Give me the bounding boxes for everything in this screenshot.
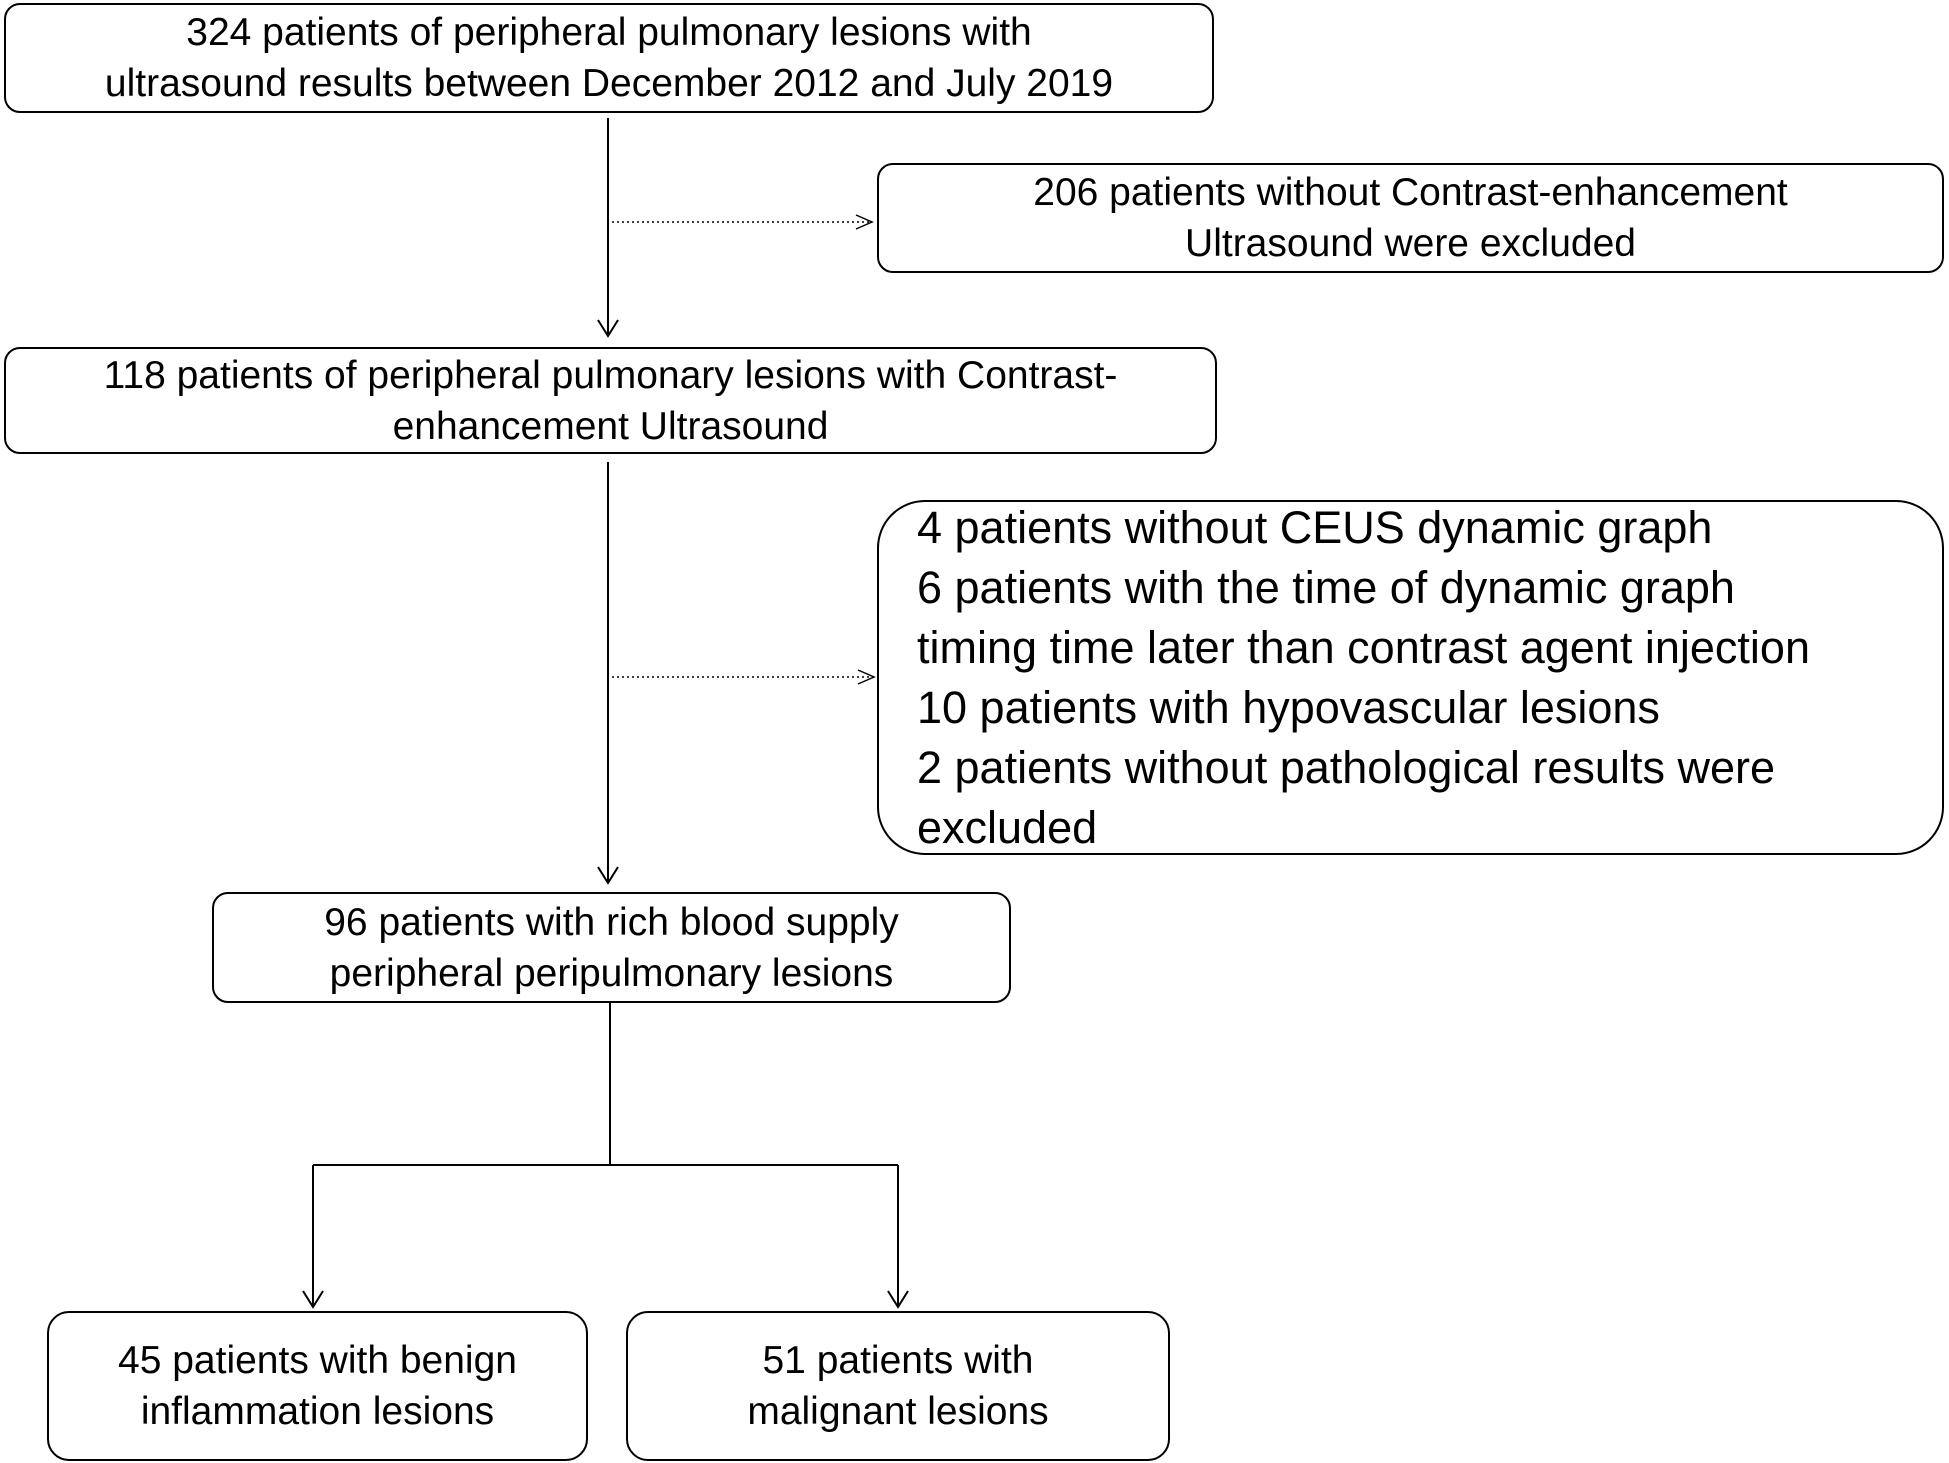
arrowhead-exclusion1 (855, 214, 874, 230)
ceus-cohort-box: 118 patients of peripheral pulmonary les… (4, 347, 1217, 454)
arrowhead-ceus (597, 319, 619, 338)
malignant-lesions-line-2: malignant lesions (747, 1390, 1049, 1433)
benign-lesions-box: 45 patients with benign inflammation les… (47, 1311, 588, 1461)
exclusion-criteria-line-6: excluded (917, 801, 1098, 853)
arrowhead-rich-supply (597, 866, 619, 885)
malignant-lesions-line-1: 51 patients with (762, 1339, 1034, 1382)
exclusion-no-ceus-line-1: 206 patients without Contrast-enhancemen… (1033, 171, 1788, 214)
initial-cohort-line-1: 324 patients of peripheral pulmonary les… (186, 11, 1032, 54)
exclusion-criteria-line-2: 6 patients with the time of dynamic grap… (917, 561, 1735, 613)
ceus-cohort-line-2: enhancement Ultrasound (392, 404, 829, 448)
exclusion-no-ceus-box: 206 patients without Contrast-enhancemen… (877, 163, 1944, 273)
rich-supply-line-2: peripheral peripulmonary lesions (329, 951, 894, 995)
initial-cohort-line-2: ultrasound results between December 2012… (104, 62, 1114, 105)
arrowhead-benign (302, 1290, 324, 1309)
exclusion-no-ceus-line-2: Ultrasound were excluded (1185, 222, 1636, 265)
exclusion-criteria-line-3: timing time later than contrast agent in… (917, 621, 1810, 673)
rich-supply-line-1: 96 patients with rich blood supply (324, 900, 899, 944)
benign-lesions-line-1: 45 patients with benign (118, 1339, 517, 1382)
exclusion-criteria-box: 4 patients without CEUS dynamic graph 6 … (877, 500, 1944, 855)
arrowhead-malignant (887, 1290, 909, 1309)
initial-cohort-box: 324 patients of peripheral pulmonary les… (4, 3, 1214, 113)
exclusion-criteria-line-4: 10 patients with hypovascular lesions (917, 681, 1660, 733)
malignant-lesions-box: 51 patients with malignant lesions (626, 1311, 1170, 1461)
arrowhead-exclusion2 (857, 669, 876, 685)
benign-lesions-line-2: inflammation lesions (140, 1390, 495, 1433)
rich-supply-box: 96 patients with rich blood supply perip… (212, 892, 1011, 1003)
exclusion-criteria-line-5: 2 patients without pathological results … (917, 741, 1775, 793)
exclusion-criteria-line-1: 4 patients without CEUS dynamic graph (917, 501, 1713, 553)
ceus-cohort-line-1: 118 patients of peripheral pulmonary les… (103, 353, 1118, 397)
